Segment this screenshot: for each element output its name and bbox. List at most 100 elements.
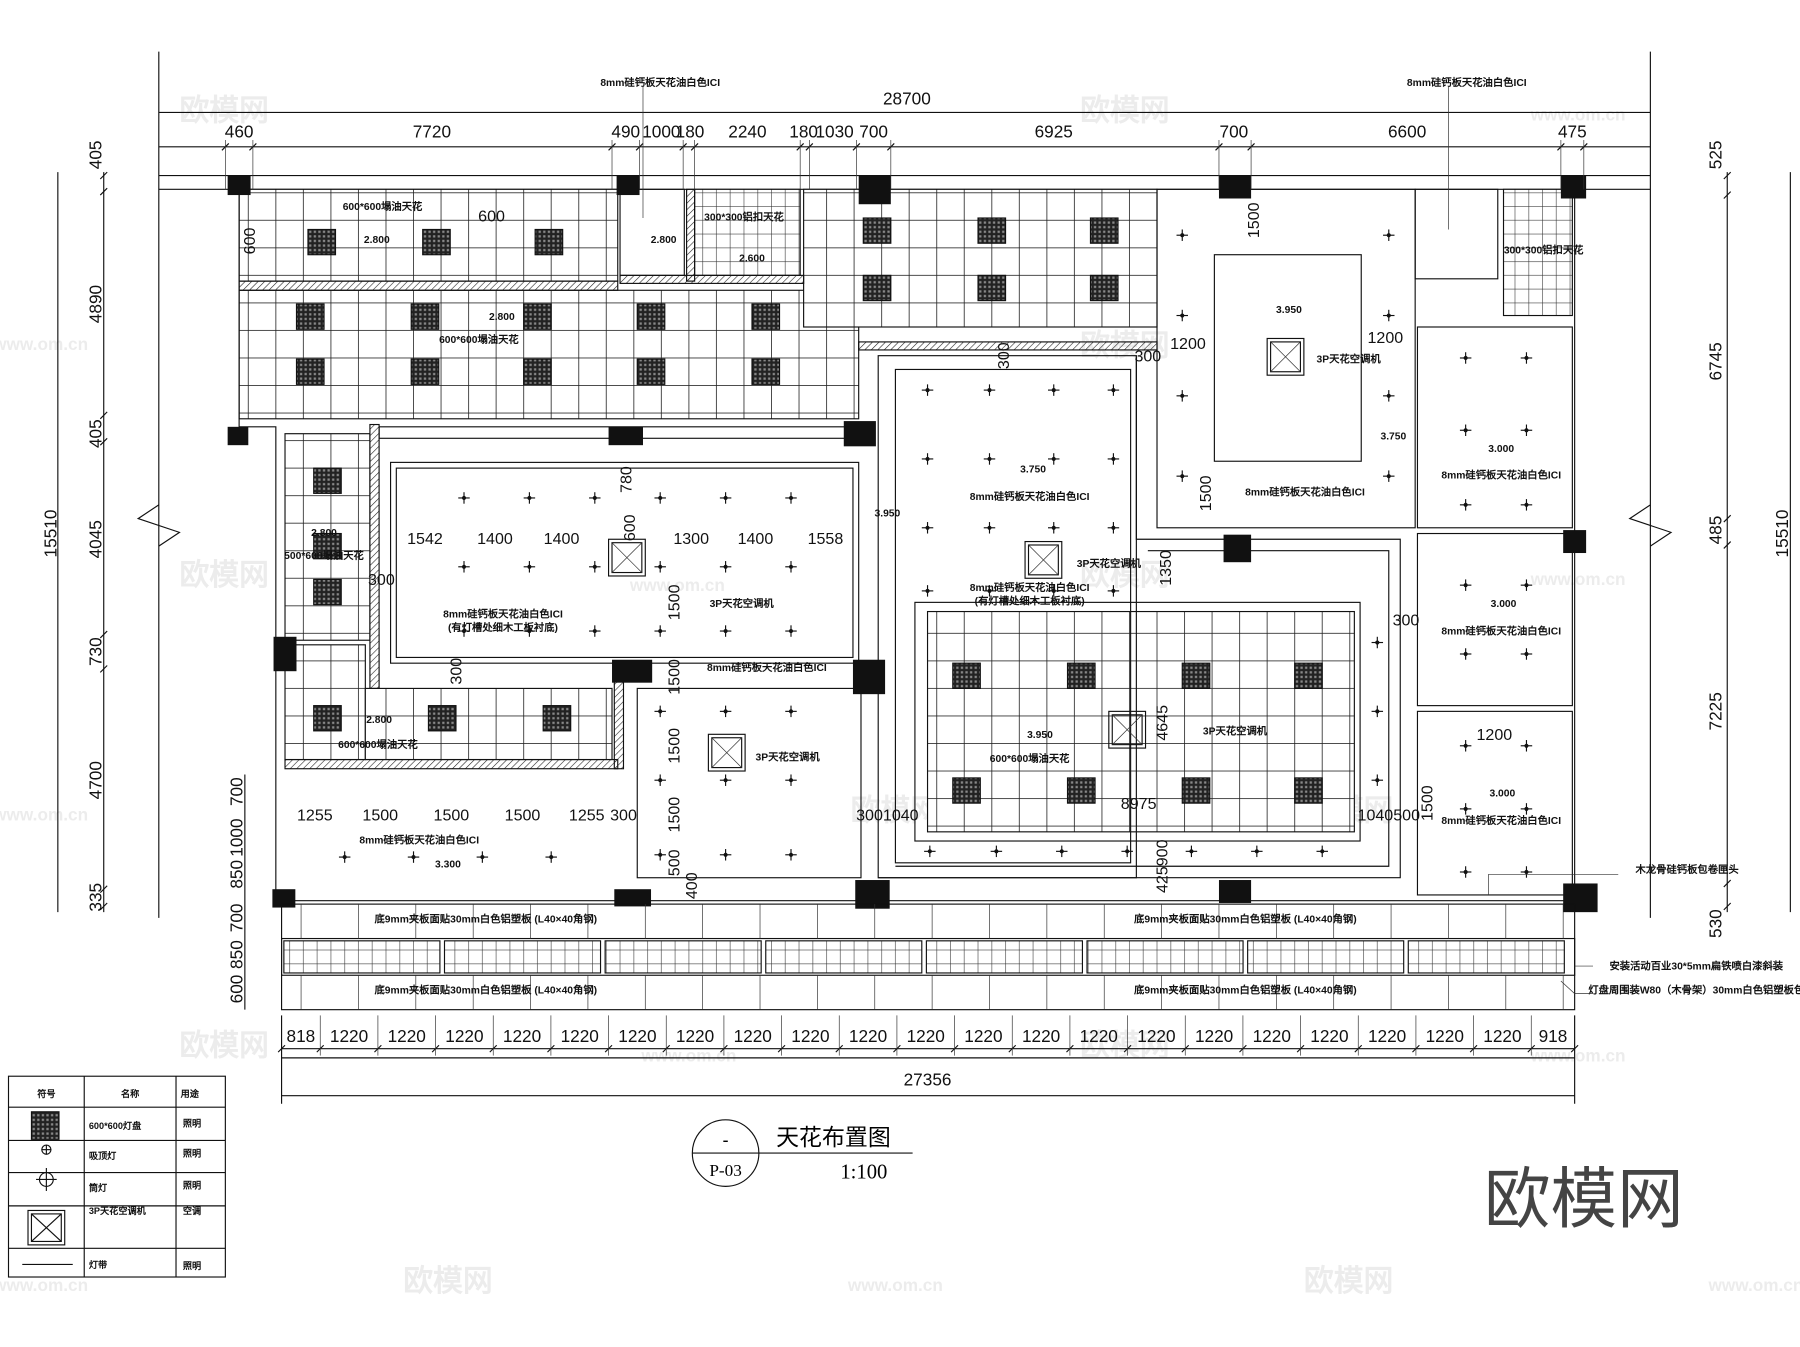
plan-label: 1040500	[1358, 806, 1421, 824]
light-panel	[952, 777, 981, 804]
plan-label: 600*600塌油天花	[439, 333, 519, 346]
plan-label: 3.950	[1027, 730, 1053, 741]
legend-name: 3P天花空调机	[89, 1205, 147, 1216]
downlight	[1048, 585, 1060, 597]
downlight	[924, 845, 936, 858]
left-dim: 405	[85, 141, 105, 170]
plan-label: 8975	[1121, 795, 1157, 813]
left-inner-dim: 700	[227, 777, 247, 806]
downlight	[1048, 453, 1060, 465]
plan-label: 1400	[477, 530, 513, 548]
plan-label: 2.600	[739, 254, 765, 265]
downlight	[983, 585, 996, 597]
downlight	[1383, 390, 1395, 402]
bottom-dim: 1220	[330, 1026, 368, 1046]
watermarks: 欧模网欧模网欧模网欧模网欧模网欧模网欧模网欧模网欧模网欧模网欧模网欧模网www.…	[0, 94, 1800, 1297]
legend-use: 照明	[183, 1149, 201, 1159]
plan-label: 1300	[673, 530, 709, 548]
plan-label: 300	[1134, 347, 1161, 365]
light-panel	[1089, 274, 1119, 302]
plan-label: 300*300铝扣天花	[1504, 244, 1584, 257]
column	[608, 426, 643, 446]
downlight	[1459, 352, 1472, 364]
watermark-text: 欧模网	[403, 1265, 492, 1298]
column	[227, 175, 251, 196]
bottom-dim: 1220	[907, 1026, 945, 1046]
ac-units	[607, 337, 1305, 772]
downlight	[1121, 845, 1133, 858]
annotation-note: 木龙骨硅钙板包卷匣头	[1635, 863, 1740, 876]
plan-label: 8mm硅钙板天花油白色ICI	[1441, 814, 1561, 827]
plan-label: 425900	[1153, 839, 1171, 893]
plan-label: 8mm硅钙板天花油白色ICI	[1407, 76, 1527, 89]
bottom-dim: 1220	[791, 1026, 829, 1046]
title-circle-top: -	[723, 1129, 729, 1150]
legend-use: 空调	[183, 1205, 201, 1216]
bottom-dim: 1220	[1253, 1026, 1291, 1046]
light-panel	[523, 358, 552, 385]
bottom-dim: 818	[287, 1026, 316, 1046]
plan-label: 8mm硅钙板天花油白色ICI	[970, 490, 1090, 503]
plan-label: 1200	[1170, 335, 1206, 353]
downlight	[1371, 774, 1384, 786]
downlight-icon	[36, 1168, 57, 1191]
plan-label: (有灯槽处细木工板衬底)	[975, 595, 1085, 608]
light-panels	[295, 217, 1323, 804]
column	[272, 889, 296, 908]
top-dim: 180	[789, 122, 818, 142]
light-panel	[952, 662, 981, 689]
plan-label: 600	[621, 514, 639, 541]
overall-dim-top: 28700	[883, 88, 931, 108]
ac-unit	[607, 538, 646, 577]
watermark-text: 欧模网	[1080, 1030, 1169, 1063]
title-scale: 1:100	[840, 1161, 887, 1183]
downlight	[523, 492, 536, 504]
downlight	[338, 851, 351, 863]
right-dim: 525	[1706, 141, 1726, 170]
downlight	[1459, 803, 1472, 815]
plan-label: 300	[448, 658, 466, 685]
right-dim: 485	[1706, 516, 1726, 545]
bottom-dim: 1220	[1022, 1026, 1060, 1046]
downlight	[1459, 866, 1472, 878]
right-dim: 530	[1706, 909, 1726, 938]
ac-unit	[1024, 540, 1063, 579]
light-panel	[862, 217, 892, 244]
downlight	[1459, 740, 1472, 752]
light-panel	[410, 358, 440, 385]
downlight	[719, 625, 732, 637]
downlight	[1176, 229, 1188, 241]
downlight	[785, 492, 797, 504]
top-dim: 7720	[413, 122, 451, 142]
bottom-dim: 1220	[1426, 1026, 1464, 1046]
top-dim: 180	[676, 122, 705, 142]
downlight	[983, 453, 996, 465]
plan-label: 400	[683, 872, 701, 899]
light-panel	[313, 578, 342, 606]
band-label: 底9mm夹板面贴30mm白色铝塑板 (L40×40角钢)	[1134, 912, 1357, 925]
light-panel	[313, 467, 342, 494]
tiled-ceilings	[238, 188, 1573, 833]
column	[614, 889, 652, 907]
column	[1218, 175, 1252, 199]
leader-line	[1488, 873, 1619, 895]
plan-label: 8mm硅钙板天花油白色ICI	[707, 661, 827, 674]
light-panel	[523, 303, 552, 330]
downlight	[458, 625, 470, 637]
downlight	[921, 585, 934, 597]
watermark-url: www.om.cn	[1530, 569, 1626, 589]
left-dim: 335	[85, 883, 105, 912]
downlight	[654, 492, 666, 504]
watermark-text: 欧模网	[1304, 1265, 1393, 1298]
legend-use: 照明	[183, 1261, 201, 1271]
light-panel	[410, 303, 440, 330]
plan-label: 8mm硅钙板天花油白色ICI	[1441, 468, 1561, 481]
column	[612, 659, 653, 683]
downlight	[921, 522, 934, 534]
plan-label: 3P天花空调机	[755, 751, 820, 764]
plan-label: 1542	[407, 530, 443, 548]
plan-label: 1350	[1157, 550, 1175, 586]
left-dim: 730	[85, 637, 105, 666]
light-panel	[862, 274, 892, 302]
downlight	[1383, 470, 1395, 482]
